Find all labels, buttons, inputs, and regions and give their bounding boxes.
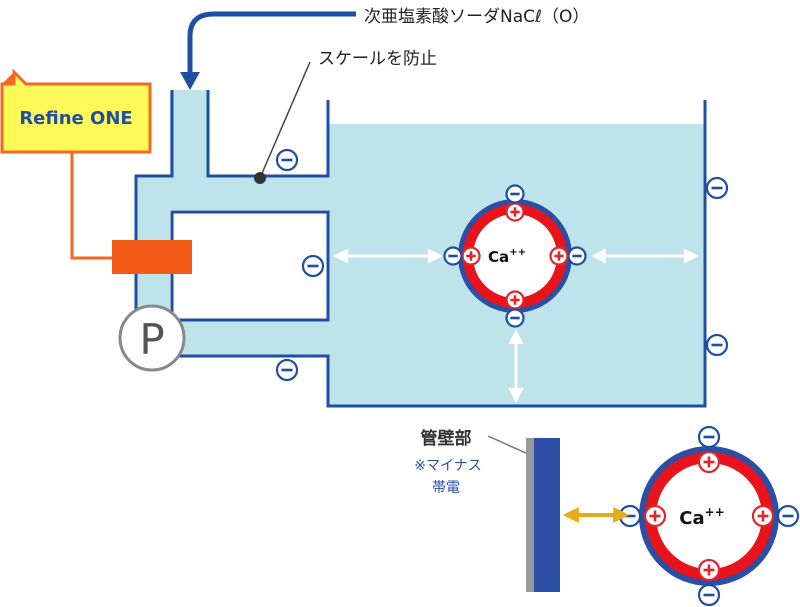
minus-charge-icon [705, 333, 729, 357]
device-label: Refine ONE [19, 108, 132, 129]
scale-prevent-callout: スケールを防止 [254, 49, 437, 184]
plus-charge-icon [505, 202, 525, 222]
chemical-label: 次亜塩素酸ソーダNaCℓ（O） [364, 7, 589, 27]
minus-charge-icon [776, 504, 800, 528]
scale-prevent-label: スケールを防止 [318, 49, 437, 69]
plus-charge-icon [643, 504, 667, 528]
plus-charge-icon [549, 246, 569, 266]
minus-charge-icon [697, 425, 721, 449]
minus-charge-icon [505, 308, 525, 328]
refine-one-device: Refine ONE [0, 68, 192, 274]
minus-charge-icon [705, 176, 729, 200]
wall-note-1: ※マイナス [414, 458, 481, 474]
ion-labels: Ca++ Ca++ [488, 247, 725, 529]
minus-charge-icon [443, 246, 463, 266]
chemical-inlet: 次亜塩素酸ソーダNaCℓ（O） [180, 7, 589, 90]
plus-charge-icon [461, 246, 481, 266]
wall-title: 管壁部 [421, 428, 472, 449]
minus-charge-icon [505, 184, 525, 204]
calcium-ion [458, 199, 572, 313]
ion-detail-label: Ca++ [679, 505, 724, 529]
wall-section: 管壁部 ※マイナス 帯電 [414, 428, 630, 592]
wall-note-2: 帯電 [432, 480, 460, 496]
flow-arrows [333, 248, 699, 403]
plus-charge-icon [751, 504, 775, 528]
plus-charge-icon [505, 290, 525, 310]
pump: P [118, 304, 186, 372]
minus-charge-icon [697, 583, 721, 607]
minus-charge-icon [275, 358, 299, 382]
calcium-ion [639, 446, 779, 586]
minus-charge-icon [567, 246, 587, 266]
minus-charge-icon [275, 148, 299, 172]
plus-charge-icon [697, 450, 721, 474]
minus-charge-icon [301, 254, 325, 278]
plus-charge-icon [697, 558, 721, 582]
pump-label: P [139, 315, 164, 364]
ion-main-label: Ca++ [488, 247, 526, 266]
water-body [136, 90, 705, 406]
heater-block [112, 240, 192, 274]
